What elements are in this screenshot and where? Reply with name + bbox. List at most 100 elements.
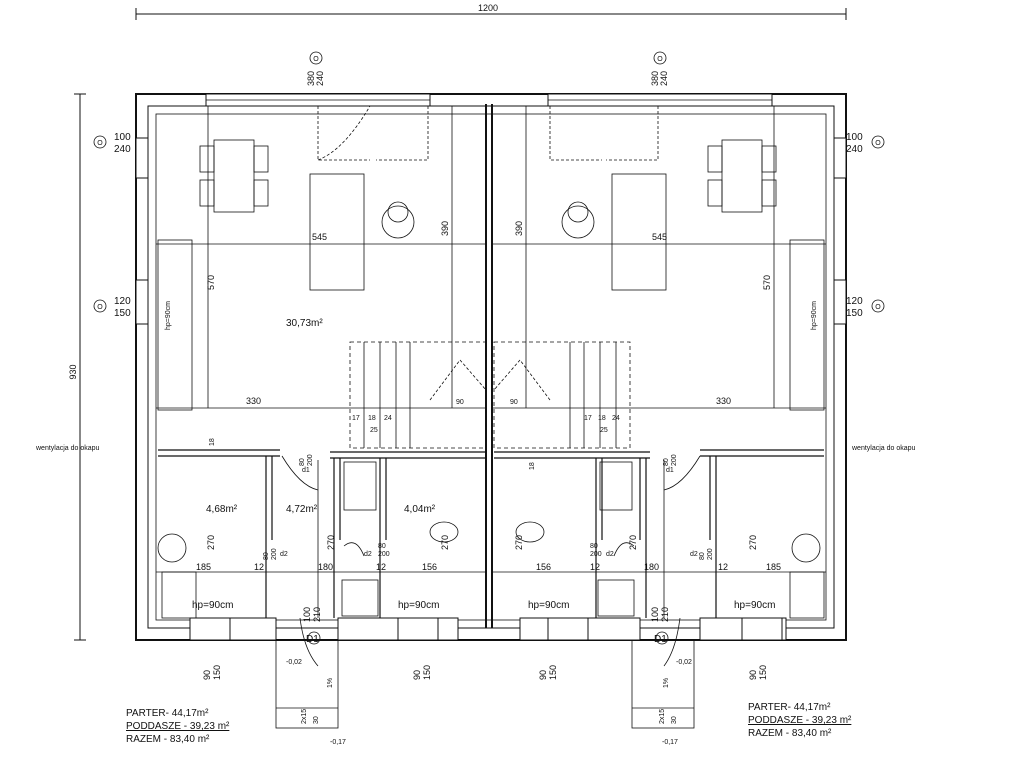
left-summary-total: RAZEM - 83,40 m²: [126, 734, 210, 745]
left-living-area: 30,73m²: [286, 318, 323, 329]
right-top-opening-height: 240: [659, 71, 669, 86]
right-stair-18b: 18: [529, 462, 536, 470]
overall-height-label: 930: [68, 364, 78, 379]
right-door-d1-h: 200: [671, 454, 678, 466]
overall-width-label: 1200: [478, 3, 498, 13]
right-ground-level: -0,17: [662, 739, 678, 746]
right-bottom-opening-b-w: 90: [748, 670, 758, 680]
left-front-door-code: D1: [306, 634, 319, 645]
axis-marker-left-lower: O: [97, 304, 103, 311]
right-front-door-h: 210: [660, 607, 670, 622]
right-side-mid-width: 120: [846, 296, 863, 307]
right-width-156: 156: [536, 562, 551, 572]
right-door-d1-code: d1: [666, 467, 674, 474]
right-width-330: 330: [716, 396, 731, 406]
right-depth-270b: 270: [628, 535, 638, 550]
right-front-door-code: D1: [654, 634, 667, 645]
left-door-d2a-code: d2: [280, 551, 288, 558]
left-front-door-h: 210: [312, 607, 322, 622]
right-width-545: 545: [652, 232, 667, 242]
left-side-upper-height: 240: [114, 144, 131, 155]
left-width-156: 156: [422, 562, 437, 572]
entrance-steps: [275, 639, 695, 729]
left-unit-labels: 380 240 100 240 120 150 30,73m² 545 330 …: [35, 71, 464, 746]
axis-marker-left-upper: O: [97, 140, 103, 147]
left-depth-390: 390: [440, 221, 450, 236]
left-bottom-opening-b-h: 150: [422, 665, 432, 680]
left-stair-17: 17: [352, 415, 360, 422]
right-bottom-opening-a-h: 150: [548, 665, 558, 680]
left-hp-kitchen: hp=90cm: [165, 301, 172, 330]
left-depth-570: 570: [206, 275, 216, 290]
left-depth-270b: 270: [326, 535, 336, 550]
left-bottom-opening-a-h: 150: [212, 665, 222, 680]
right-summary-ground: PARTER- 44,17m²: [748, 702, 831, 713]
left-ventilation: wentylacja do okapu: [35, 445, 100, 452]
right-bottom-opening-a-w: 90: [538, 670, 548, 680]
right-stair-17: 17: [584, 415, 592, 422]
left-width-180: 180: [318, 562, 333, 572]
right-step-slope: 1%: [663, 678, 670, 688]
left-door-d1-code: d1: [302, 467, 310, 474]
left-door-d2a-h: 200: [271, 548, 278, 560]
left-stair-18b: 18: [209, 438, 216, 446]
right-width-180: 180: [644, 562, 659, 572]
left-depth-270a: 270: [206, 535, 216, 550]
right-stair-90: 90: [510, 399, 518, 406]
left-room-c-area: 4,04m²: [404, 504, 436, 515]
overall-dimensions: 1200 930: [68, 3, 847, 641]
right-bottom-opening-b-h: 150: [758, 665, 768, 680]
right-depth-570: 570: [762, 275, 772, 290]
right-step-dim-a: 2x15: [659, 709, 666, 724]
left-hp-bath: hp=90cm: [192, 600, 233, 611]
right-stair-25: 25: [600, 427, 608, 434]
left-width-330: 330: [246, 396, 261, 406]
right-door-d2b-code: d2: [606, 551, 614, 558]
door-swings-solid: [281, 455, 701, 667]
right-ventilation: wentylacja do okapu: [851, 445, 916, 452]
right-depth-270c: 270: [748, 535, 758, 550]
right-width-12: 12: [590, 562, 600, 572]
right-step-dim-b: 30: [671, 716, 678, 724]
stairs: [349, 341, 631, 449]
right-unit-labels: 380 240 100 240 120 150 545 330 570 390 …: [510, 71, 916, 746]
axis-marker-right-upper: O: [875, 140, 881, 147]
left-width-12b: 12: [376, 562, 386, 572]
right-front-door-w: 100: [650, 607, 660, 622]
left-side-upper-width: 100: [114, 132, 131, 143]
left-bottom-opening-b-w: 90: [412, 670, 422, 680]
right-side-upper-width: 100: [846, 132, 863, 143]
left-top-opening-height: 240: [315, 71, 325, 86]
left-width-185: 185: [196, 562, 211, 572]
outer-walls: [135, 93, 847, 641]
axis-marker-top-right: O: [657, 56, 663, 63]
right-summary-attic: PODDASZE - 39,23 m²: [748, 715, 852, 726]
left-side-mid-height: 150: [114, 308, 131, 319]
right-door-d2b-h: 200: [590, 551, 602, 558]
left-depth-270c: 270: [440, 535, 450, 550]
left-room-a-area: 4,68m²: [206, 504, 238, 515]
right-summary-total: RAZEM - 83,40 m²: [748, 728, 832, 739]
axis-marker-right-lower: O: [875, 304, 881, 311]
left-top-opening-width: 380: [306, 71, 316, 86]
right-hp-kitchen: hp=90cm: [811, 301, 818, 330]
right-entrance-level: -0,02: [676, 659, 692, 666]
right-door-d2a-w: 80: [699, 552, 706, 560]
right-door-d2a-h: 200: [707, 548, 714, 560]
right-hp-bath: hp=90cm: [734, 600, 775, 611]
door-swings: [317, 105, 659, 161]
left-ground-level: -0,17: [330, 739, 346, 746]
left-entrance-level: -0,02: [286, 659, 302, 666]
left-front-door-w: 100: [302, 607, 312, 622]
axis-marker-glyphs: O O O O O O: [97, 56, 881, 311]
right-hp-wc: hp=90cm: [528, 600, 569, 611]
left-width-12: 12: [254, 562, 264, 572]
left-step-dim-a: 2x15: [301, 709, 308, 724]
left-summary-attic: PODDASZE - 39,23 m²: [126, 721, 230, 732]
right-door-d2a-code: d2: [690, 551, 698, 558]
right-width-185: 185: [766, 562, 781, 572]
right-stair-24: 24: [612, 415, 620, 422]
left-door-d2b-code: d2: [364, 551, 372, 558]
right-depth-270a: 270: [514, 535, 524, 550]
axis-marker-top-left: O: [313, 56, 319, 63]
